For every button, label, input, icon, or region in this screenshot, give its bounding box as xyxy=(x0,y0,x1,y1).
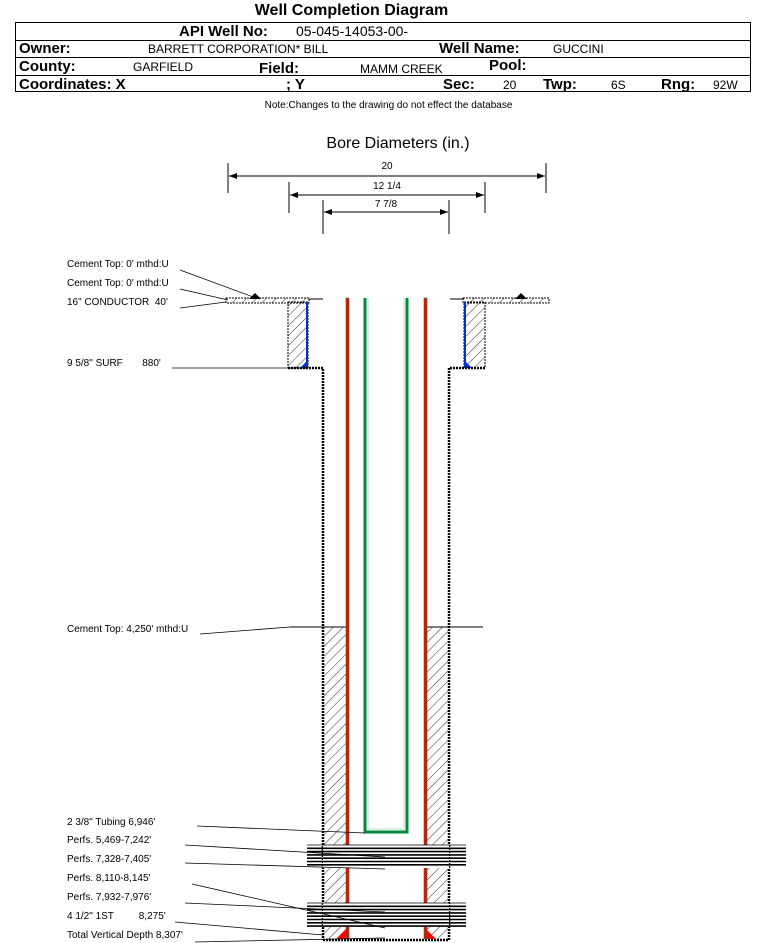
bore-dimension-20: 20 xyxy=(227,161,547,193)
bore-label: 7 7/8 xyxy=(375,199,398,210)
page-title: Well Completion Diagram xyxy=(254,2,449,19)
label-cement-top-conductor: Cement Top: 0' mthd:U xyxy=(67,259,169,270)
owner-label: Owner: xyxy=(19,40,71,57)
label-tubing: 2 3/8" Tubing 6,946' xyxy=(67,817,155,828)
surface-casing xyxy=(288,366,485,942)
sec-label: Sec: xyxy=(443,76,475,93)
api-label: API Well No: xyxy=(179,23,268,40)
label-cement-top-production: Cement Top: 4,250' mthd:U xyxy=(67,624,188,635)
well-header-table: API Well No: 05-045-14053-00- Owner: BAR… xyxy=(15,22,751,93)
rng-label: Rng: xyxy=(661,76,696,93)
rng-value: 92W xyxy=(713,78,738,92)
surface-cement-plates xyxy=(225,293,550,304)
pool-label: Pool: xyxy=(489,57,527,74)
well-name-label: Well Name: xyxy=(439,40,520,57)
depth-labels xyxy=(172,269,386,943)
field-label: Field: xyxy=(259,60,299,77)
bore-label: 20 xyxy=(381,161,393,172)
field-value: MAMM CREEK xyxy=(360,62,443,76)
county-row: County: GARFIELD Field: MAMM CREEK Pool: xyxy=(16,57,750,77)
coord-x-label: Coordinates: X xyxy=(19,76,126,93)
twp-value: 6S xyxy=(611,78,626,92)
label-production-casing: 4 1/2" 1ST 8,275' xyxy=(67,911,166,922)
twp-label: Twp: xyxy=(543,76,577,93)
bore-dimension-12-1-4: 12 1/4 xyxy=(288,181,486,213)
sec-value: 20 xyxy=(503,78,517,92)
coord-y-label: ; Y xyxy=(286,76,305,93)
bore-dimension-7-7-8: 7 7/8 xyxy=(322,199,450,234)
label-conductor: 16" CONDUCTOR 40' xyxy=(67,297,168,308)
tubing xyxy=(363,298,409,834)
owner-row: Owner: BARRETT CORPORATION* BILL Well Na… xyxy=(16,40,750,58)
well-name-value: GUCCINI xyxy=(553,42,604,56)
county-label: County: xyxy=(19,58,76,75)
label-perfs: Perfs. 8,110-8,145' xyxy=(67,873,151,884)
label-perfs: Perfs. 5,469-7,242' xyxy=(67,835,151,846)
owner-value: BARRETT CORPORATION* BILL xyxy=(148,42,329,56)
label-perfs: Perfs. 7,932-7,976' xyxy=(67,892,151,903)
bore-label: 12 1/4 xyxy=(373,181,401,192)
bore-title: Bore Diameters (in.) xyxy=(326,135,469,152)
label-perfs: Perfs. 7,328-7,405' xyxy=(67,854,151,865)
api-value: 05-045-14053-00- xyxy=(296,23,409,39)
label-cement-top-surface: Cement Top: 0' mthd:U xyxy=(67,278,169,289)
conductor-casing xyxy=(287,301,486,369)
label-surface-casing: 9 5/8" SURF 880' xyxy=(67,358,161,369)
production-cement xyxy=(290,626,483,939)
production-casing xyxy=(345,297,428,940)
api-row: API Well No: 05-045-14053-00- xyxy=(16,23,750,41)
coordinates-row: Coordinates: X ; Y Sec: 20 Twp: 6S Rng: … xyxy=(16,76,750,93)
label-total-depth: Total Vertical Depth 8,307' xyxy=(67,930,183,941)
note-text: Note:Changes to the drawing do not effec… xyxy=(264,100,513,111)
county-value: GARFIELD xyxy=(133,60,194,74)
